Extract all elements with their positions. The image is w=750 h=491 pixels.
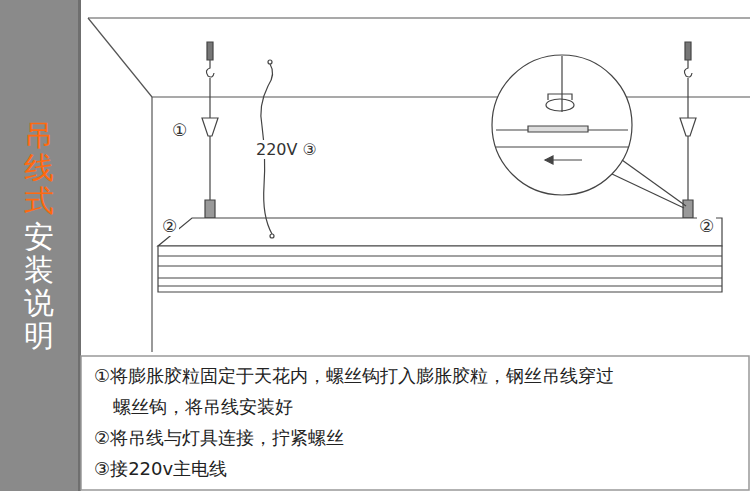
room-lines	[88, 18, 750, 352]
detail-magnifier	[492, 55, 686, 208]
suspension-left	[199, 42, 221, 246]
instruction-text: ①将膨胀胶粒固定于天花内，螺丝钩打入膨胀胶粒，钢丝吊线穿过 螺丝钩，将吊线安装好	[94, 360, 628, 422]
notes-box: ①将膨胀胶粒固定于天花内，螺丝钩打入膨胀胶粒，钢丝吊线穿过 螺丝钩，将吊线安装好…	[86, 360, 741, 484]
vertical-title: 安装说明	[24, 220, 54, 352]
callout-number: ②	[697, 216, 716, 236]
voltage-label: 220V ③	[254, 140, 319, 159]
sidebar-title: 吊线式安装说明	[0, 118, 78, 355]
instruction-text: ③接220v主电线	[94, 453, 628, 484]
vertical-title: 吊线式	[24, 118, 54, 217]
callout-number: ②	[160, 216, 179, 236]
notes-frame	[81, 356, 749, 490]
light-fixture	[158, 218, 722, 292]
callout-number: ①	[170, 120, 189, 140]
instruction-text: ②将吊线与灯具连接，拧紧螺丝	[94, 422, 628, 453]
sidebar-band	[0, 0, 80, 491]
suspension-right	[677, 42, 699, 246]
